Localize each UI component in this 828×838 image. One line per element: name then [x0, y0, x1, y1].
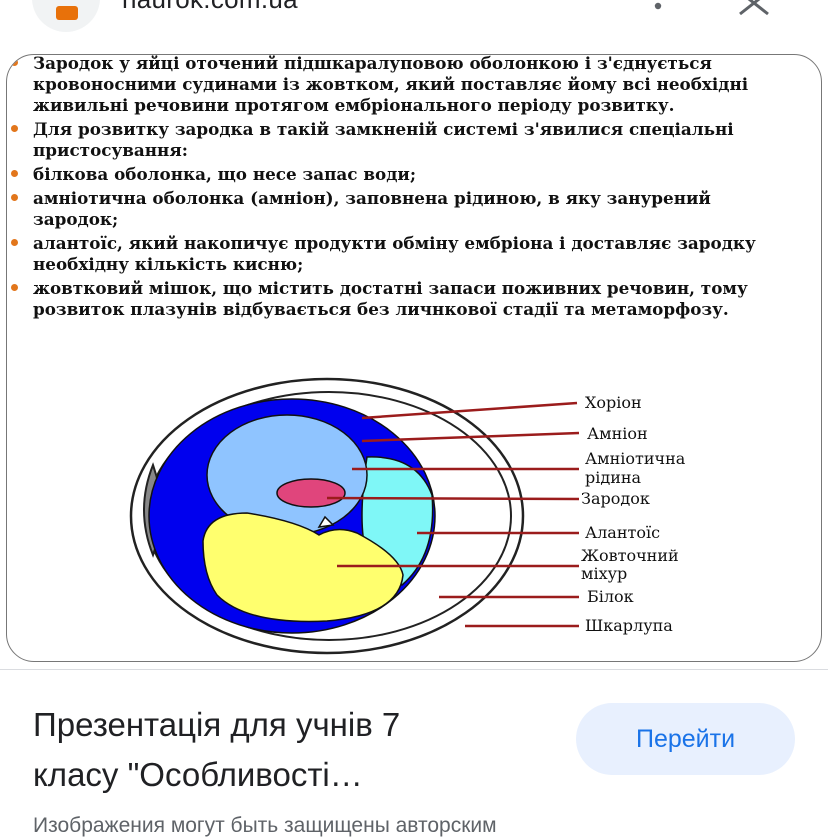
result-title-line1: Презентація для учнів 7 [33, 706, 401, 743]
bullet-list: Зародок у яйці оточений підшкаралуповою … [7, 55, 821, 323]
top-bar: naurok.com.ua [0, 0, 828, 40]
label-chorion: Хоріон [585, 393, 642, 412]
result-title-line2: класу "Особливості… [33, 756, 363, 793]
leader-amnion [361, 431, 580, 443]
bullet-dot-icon [11, 284, 18, 291]
label-embryo: Зародок [581, 489, 650, 508]
label-albumen: Білок [587, 587, 634, 606]
label-amniotic-fluid-2: рідина [585, 468, 642, 487]
egg-diagram: Хоріон Амніон Амніотична рідина Зародок … [129, 377, 686, 655]
book-icon [56, 6, 78, 20]
bullet-item: амніотична оболонка (амніон), заповнена … [7, 188, 821, 230]
bullet-item: білкова оболонка, що несе запас води; [7, 164, 821, 185]
bullet-item: Зародок у яйці оточений підшкаралуповою … [7, 55, 821, 116]
bullet-dot-icon [11, 59, 18, 66]
bullet-dot-icon [11, 170, 18, 177]
copyright-notice: Изображения могут быть защищены авторски… [33, 814, 497, 837]
leader-lines [326, 401, 580, 628]
leader-embryo [326, 496, 580, 501]
label-yolk-sac-2: міхур [581, 564, 627, 583]
slide-image: Зародок у яйці оточений підшкаралуповою … [6, 54, 822, 662]
more-vert-icon[interactable] [640, 0, 676, 24]
goto-button[interactable]: Перейти [576, 703, 795, 775]
leader-chorion [361, 401, 578, 420]
label-shell: Шкарлупа [585, 616, 673, 635]
label-allantois: Алантоїс [585, 523, 660, 542]
bullet-item: алантоїс, який накопичує продукти обміну… [7, 233, 821, 275]
yolk-stalk [317, 515, 335, 528]
close-icon[interactable] [732, 0, 776, 24]
bullet-dot-icon [11, 125, 18, 132]
embryo [276, 478, 346, 508]
bullet-item: Для розвитку зародка в такій замкненій с… [7, 119, 821, 161]
site-favicon [32, 0, 100, 32]
bullet-dot-icon [11, 239, 18, 246]
result-title[interactable]: Презентація для учнів 7 класу "Особливос… [33, 700, 553, 800]
shell-outline [129, 377, 525, 655]
divider [0, 669, 828, 670]
image-preview[interactable]: Зародок у яйці оточений підшкаралуповою … [0, 40, 828, 670]
label-amniotic-fluid: Амніотична [585, 449, 686, 468]
site-url[interactable]: naurok.com.ua [122, 0, 298, 15]
bullet-item: жовтковий мішок, що містить достатні зап… [7, 278, 821, 320]
bullet-dot-icon [11, 194, 18, 201]
label-amnion: Амніон [587, 424, 648, 443]
label-yolk-sac: Жовточний [581, 546, 679, 565]
